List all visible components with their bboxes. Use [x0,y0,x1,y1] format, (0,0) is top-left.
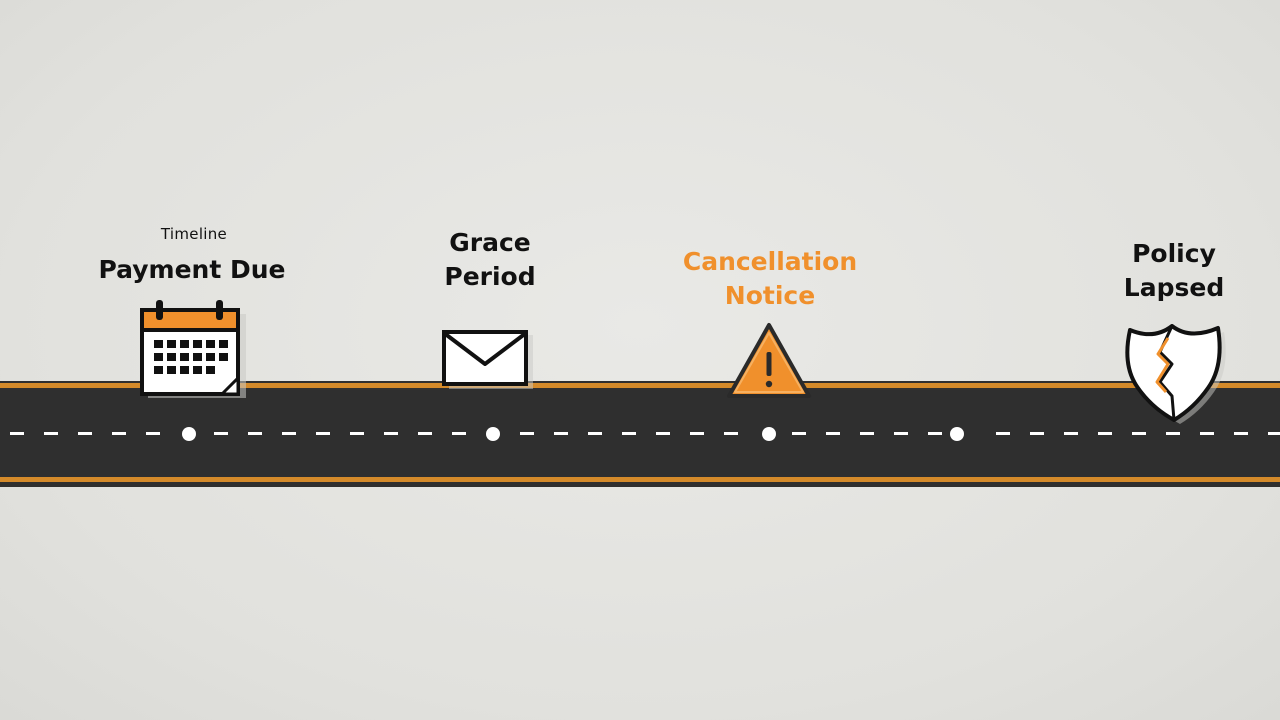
lane-dash [554,432,568,435]
lane-dash [10,432,24,435]
lane-dash [656,432,670,435]
milestone-dots [182,427,964,441]
timeline-caption: Timeline [160,225,228,243]
warning-triangle-icon [727,323,811,398]
lane-dash [248,432,262,435]
stage-label-line: Payment Due [98,255,286,284]
stage-label-policy-lapsed: Policy Lapsed [1124,237,1224,305]
stage-label-line: Lapsed [1123,273,1225,302]
lane-dash [894,432,908,435]
lane-dash [928,432,942,435]
stage-label-payment-due: Payment Due [98,253,285,287]
lane-dash [112,432,126,435]
lane-dash [452,432,466,435]
lane-dash [826,432,840,435]
lane-dash [724,432,738,435]
stage-label-cancellation-notice: Cancellation Notice [683,245,857,313]
lane-dash [860,432,874,435]
lane-dash [384,432,398,435]
road-edge-bottom [0,477,1280,482]
lane-dash [1234,432,1248,435]
lane-dash [622,432,636,435]
lane-dash [1200,432,1214,435]
stage-label-line: Cancellation [682,247,858,276]
lane-dash [44,432,58,435]
broken-shield-icon [1125,324,1226,424]
lane-dash [1268,432,1280,435]
stage-label-line: Period [444,262,536,291]
lane-dash [1098,432,1112,435]
lane-dash [214,432,228,435]
lane-dash [78,432,92,435]
stage-label-line: Policy [1132,239,1216,268]
lane-dash [792,432,806,435]
milestone-dot [486,427,500,441]
lane-dash [350,432,364,435]
stage-label-grace-period: Grace Period [444,226,535,294]
lane-dash [520,432,534,435]
lane-dash [1064,432,1078,435]
lane-dash [1030,432,1044,435]
calendar-icon [140,300,246,398]
lane-dash [418,432,432,435]
lane-dash [996,432,1010,435]
lane-dashes [10,432,1280,435]
lane-dash [316,432,330,435]
lane-dash [690,432,704,435]
lane-dash [1132,432,1146,435]
timeline-road [0,381,1280,487]
milestone-dot [762,427,776,441]
stage-label-line: Notice [724,281,816,310]
milestone-dot [182,427,196,441]
milestone-dot [950,427,964,441]
envelope-icon [442,330,533,389]
lane-dash [588,432,602,435]
lane-dash [282,432,296,435]
stage-label-line: Grace [449,228,531,257]
lane-dash [1166,432,1180,435]
lane-dash [146,432,160,435]
road-edge-top [0,383,1280,388]
